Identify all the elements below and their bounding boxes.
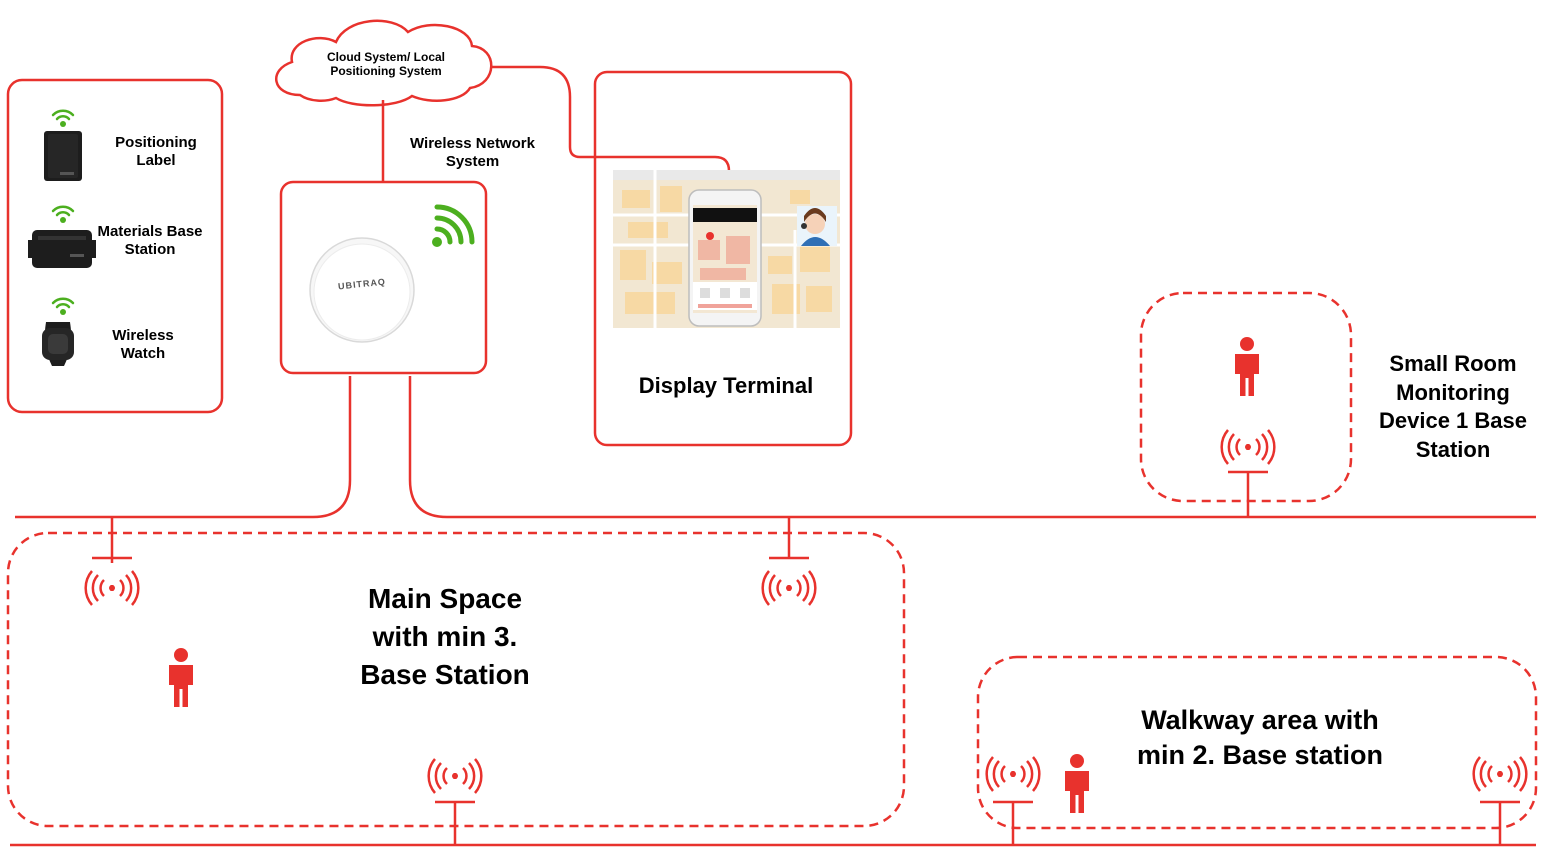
- display-terminal-label: Display Terminal: [638, 373, 814, 398]
- legend-item-wireless-watch: Wireless Watch: [112, 327, 174, 362]
- support-agent-icon: [797, 206, 837, 246]
- id-card-tag-icon: [44, 131, 82, 181]
- connection-lines: [10, 65, 1536, 847]
- cloud-shape: [275, 19, 493, 107]
- person-icon: [1065, 754, 1089, 813]
- antenna-icon: [761, 569, 817, 607]
- person-icon: [1235, 337, 1259, 396]
- cloud-label: Cloud System/ Local Positioning System: [326, 50, 446, 79]
- small-room-zone: [1139, 291, 1353, 503]
- antenna-icon: [1220, 428, 1276, 466]
- legend-box: [6, 78, 224, 414]
- base-station-wifi-icon: [432, 204, 475, 247]
- display-terminal-box: [593, 70, 853, 447]
- antenna-icon: [427, 757, 483, 795]
- base-station-box-icon: [28, 230, 96, 268]
- antenna-crossbars: [92, 470, 1520, 804]
- wifi-icon: [51, 297, 75, 317]
- main-space-label: Main Space with min 3. Base Station: [360, 583, 530, 690]
- wifi-icon: [51, 109, 75, 129]
- main-space-zone: [6, 531, 906, 828]
- wifi-icon: [51, 205, 75, 225]
- person-icon: [169, 648, 193, 707]
- legend-item-materials-base-station: Materials Base Station: [97, 223, 203, 258]
- base-station-box: [279, 180, 488, 375]
- small-room-label: Small Room Monitoring Device 1 Base Stat…: [1379, 351, 1527, 462]
- antenna-icon: [1472, 755, 1528, 793]
- legend-item-positioning-label: Positioning Label: [115, 134, 197, 169]
- walkway-label: Walkway area with min 2. Base station: [1136, 705, 1384, 771]
- network-label: Wireless Network System: [410, 135, 535, 170]
- walkway-zone: [976, 655, 1538, 830]
- wristband-icon: [42, 322, 74, 366]
- antenna-icon: [84, 569, 140, 607]
- display-terminal-screenshot: [613, 170, 840, 328]
- antenna-icon: [985, 755, 1041, 793]
